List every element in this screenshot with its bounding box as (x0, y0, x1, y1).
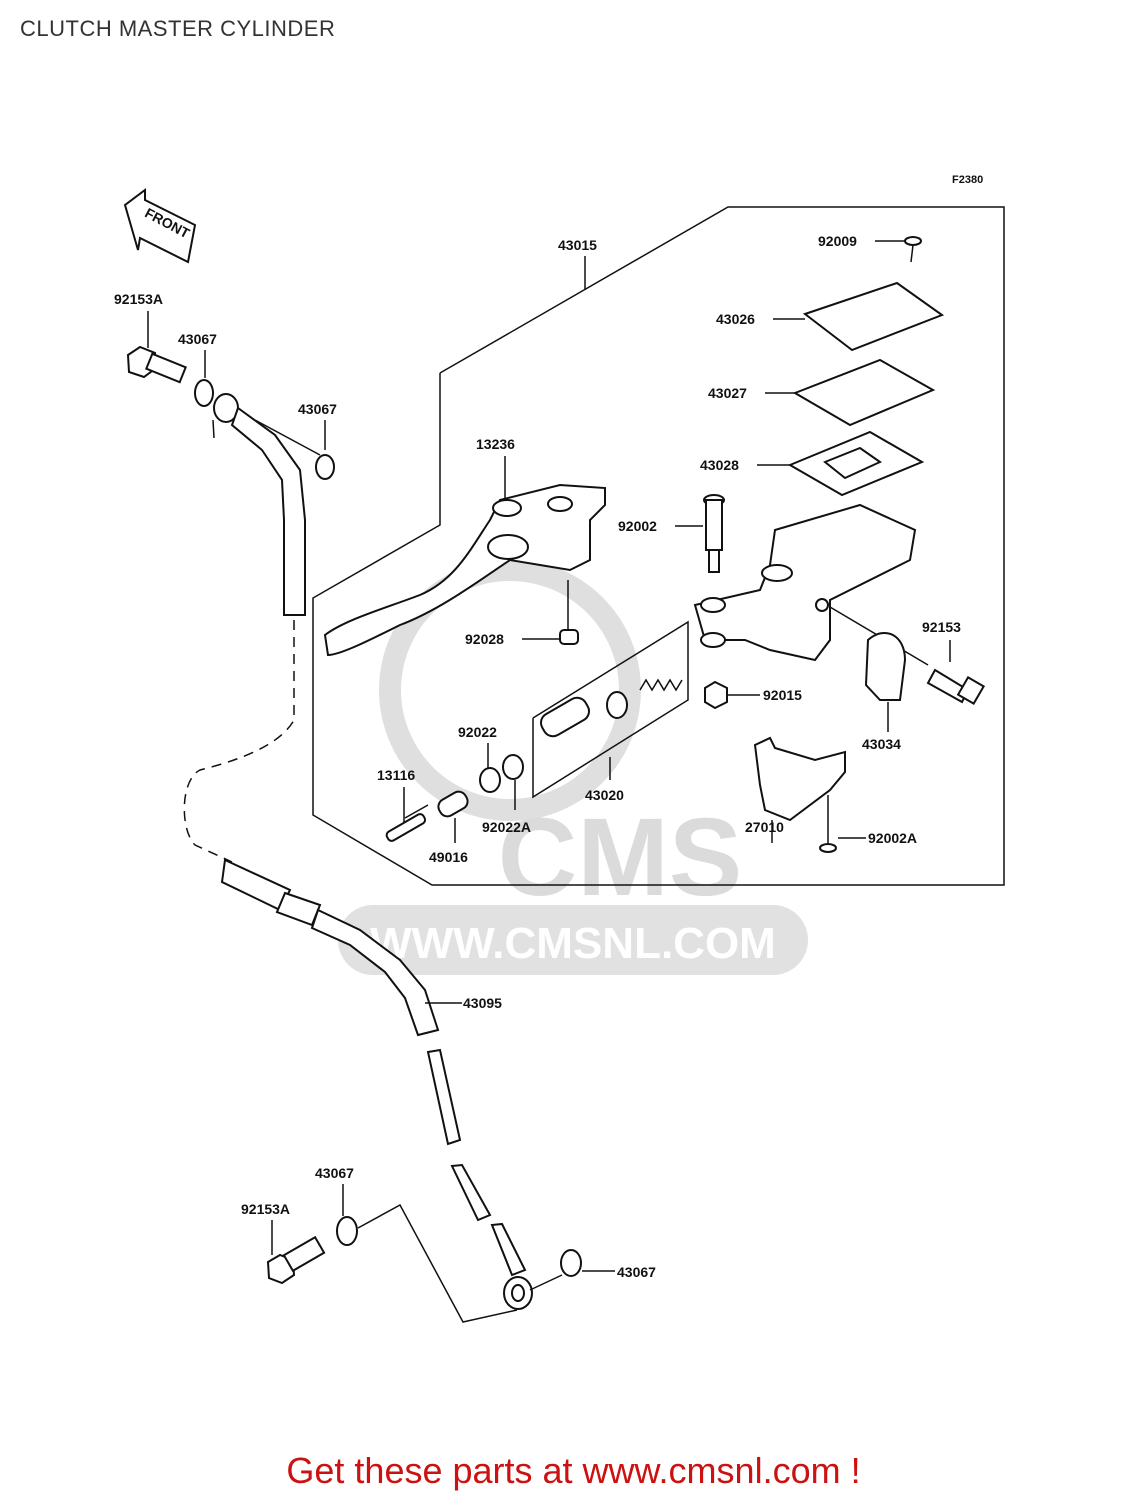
plate-43027 (792, 358, 936, 427)
label-43027: 43027 (708, 385, 747, 401)
label-43020: 43020 (585, 787, 624, 803)
label-92002A: 92002A (868, 830, 917, 846)
banjo-bolt-92153A-top (126, 345, 187, 384)
pivot-bolt-92002 (703, 494, 725, 573)
label-43015: 43015 (558, 237, 597, 253)
clamp-bolt-92153 (926, 668, 986, 706)
label-92153A-bottom: 92153A (241, 1201, 290, 1217)
label-27010: 27010 (745, 819, 784, 835)
washer-43067-c (336, 1216, 358, 1246)
label-43067-a: 43067 (178, 331, 217, 347)
label-43067-b: 43067 (298, 401, 337, 417)
front-arrow-icon: FRONT (123, 188, 197, 264)
nut-92015 (704, 680, 728, 710)
piston-kit-bracket (532, 620, 689, 799)
page-title: CLUTCH MASTER CYLINDER (20, 16, 336, 41)
lower-banjo-fitting (503, 1276, 533, 1310)
label-43067-d: 43067 (617, 1264, 656, 1280)
label-43034: 43034 (862, 736, 901, 752)
pushrod-13116 (385, 804, 429, 842)
label-92002: 92002 (618, 518, 657, 534)
circlip-92022 (479, 767, 501, 793)
watermark-url: WWW.CMSNL.COM (370, 919, 776, 968)
label-43095: 43095 (463, 995, 502, 1011)
label-92015: 92015 (763, 687, 802, 703)
label-92153: 92153 (922, 619, 961, 635)
washer-43067-b (315, 454, 335, 480)
label-43028: 43028 (700, 457, 739, 473)
seal-92022A (502, 754, 524, 780)
watermark-brand: CMS (498, 796, 742, 919)
parts-diagram: CMS WWW.CMSNL.COM F2380 FRONT 43015 9200… (114, 174, 1005, 1323)
banjo-bolt-92153A-bottom (266, 1235, 326, 1285)
clutch-switch-27010 (753, 736, 846, 822)
label-43026: 43026 (716, 311, 755, 327)
lower-hose-43095 (220, 858, 527, 1277)
label-49016: 49016 (429, 849, 468, 865)
screw-92009 (904, 236, 922, 263)
clutch-lever-13236 (323, 483, 606, 657)
label-92009: 92009 (818, 233, 857, 249)
assembly-boundary (312, 206, 1005, 886)
label-13236: 13236 (476, 436, 515, 452)
label-43067-c: 43067 (315, 1165, 354, 1181)
washer-43067-d (560, 1249, 582, 1277)
label-92153A-top: 92153A (114, 291, 163, 307)
dust-boot-49016 (437, 790, 469, 818)
screw-92002A (819, 795, 837, 853)
upper-hose (212, 393, 321, 616)
washer-43067-a (194, 379, 214, 407)
master-cylinder-body (693, 503, 917, 662)
footer-link[interactable]: Get these parts at www.cmsnl.com ! (286, 1450, 861, 1491)
label-92022: 92022 (458, 724, 497, 740)
label-13116: 13116 (377, 767, 415, 783)
figure-code: F2380 (952, 174, 983, 186)
hose-route-dashed (183, 620, 295, 863)
reservoir-cap-43026 (802, 281, 945, 352)
clamp-43034 (864, 631, 907, 701)
label-92022A: 92022A (482, 819, 531, 835)
label-92028: 92028 (465, 631, 504, 647)
piston-kit-parts (540, 678, 683, 738)
watermark: CMS WWW.CMSNL.COM (338, 559, 808, 975)
bushing-92028 (559, 629, 579, 645)
